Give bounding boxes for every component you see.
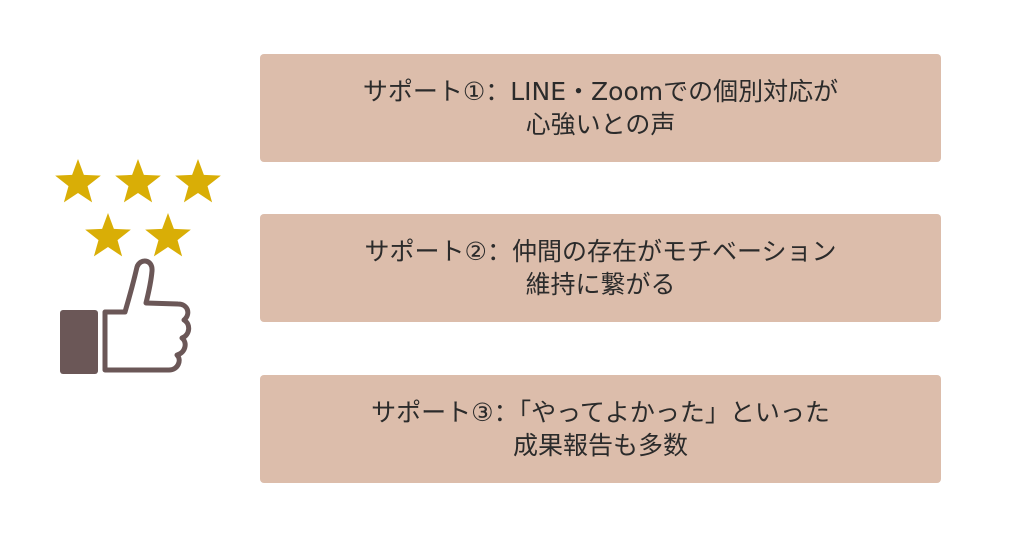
- support-card-1-line-1: サポート①：LINE・Zoomでの個別対応が: [362, 77, 839, 106]
- star-icon: [55, 159, 101, 203]
- star-icon: [175, 159, 221, 203]
- thumbs-up-icon: [60, 258, 192, 374]
- star-icon: [85, 213, 131, 257]
- thumb-hand: [102, 258, 192, 373]
- support-card-2-line-2: 維持に繋がる: [525, 270, 676, 299]
- rating-thumbs-up-illustration: [50, 155, 230, 380]
- support-card-3-line-2: 成果報告も多数: [512, 431, 688, 460]
- star-icon: [115, 159, 161, 203]
- illustration-svg: [55, 159, 221, 374]
- support-card-1: サポート①：LINE・Zoomでの個別対応が 心強いとの声: [260, 54, 941, 162]
- support-card-3: サポート③：「やってよかった」といった 成果報告も多数: [260, 375, 941, 483]
- star-icon: [145, 213, 191, 257]
- support-card-1-line-2: 心強いとの声: [525, 110, 676, 139]
- thumb-cuff: [60, 310, 98, 374]
- support-card-2-line-1: サポート②：仲間の存在がモチベーション: [364, 237, 837, 266]
- support-card-3-line-1: サポート③：「やってよかった」といった: [371, 398, 830, 427]
- support-card-2: サポート②：仲間の存在がモチベーション 維持に繋がる: [260, 214, 941, 322]
